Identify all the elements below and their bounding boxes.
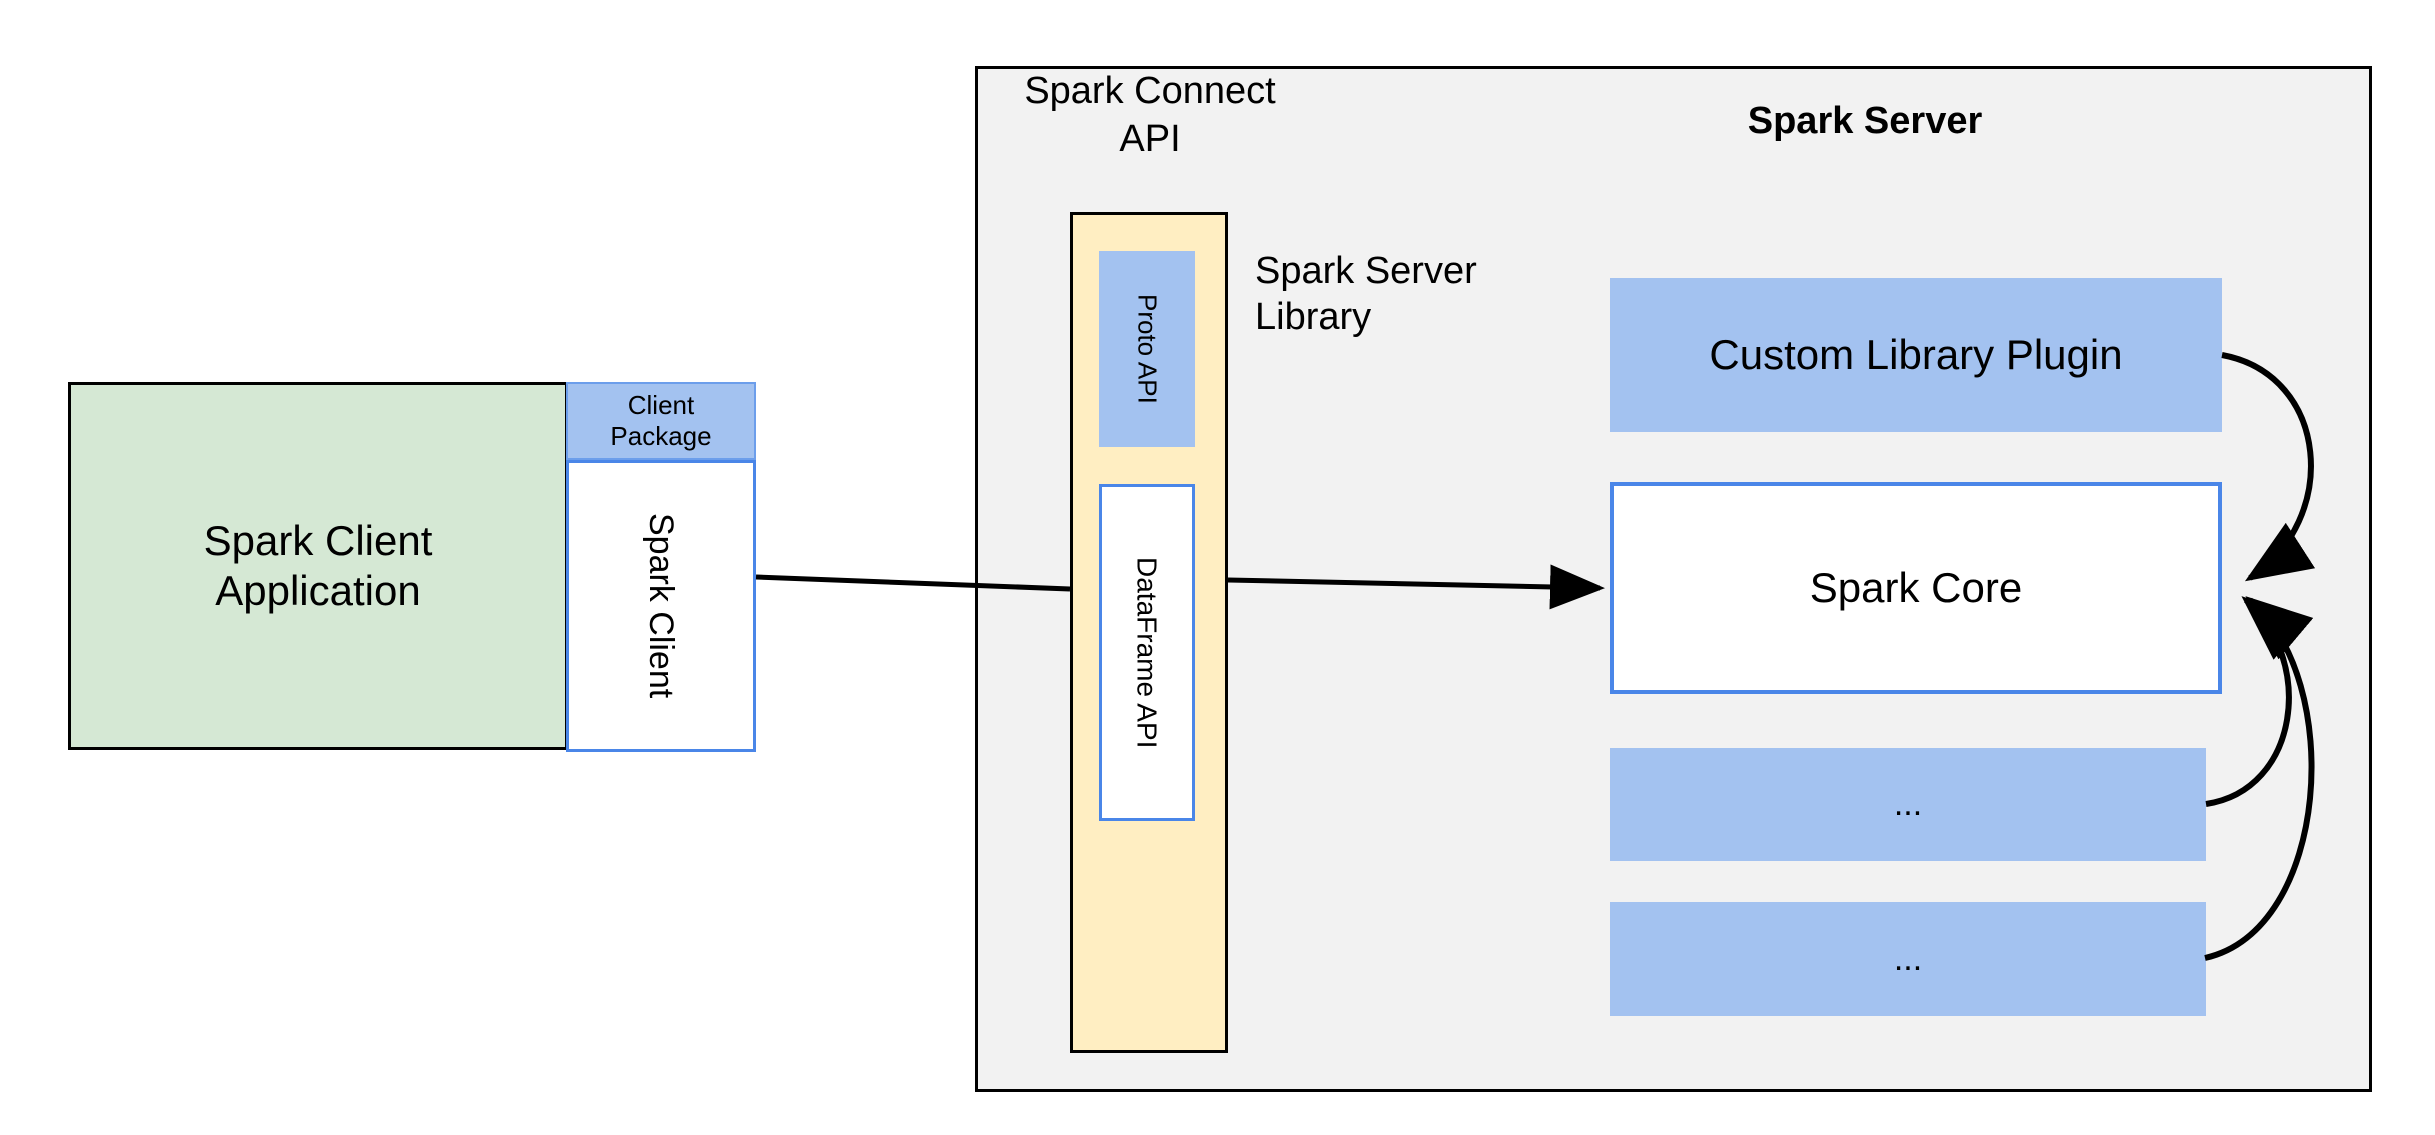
custom-library-plugin-label: Custom Library Plugin (1709, 331, 2123, 379)
custom-library-plugin-box[interactable]: Custom Library Plugin (1610, 278, 2222, 432)
placeholder-2-label: ... (1893, 939, 1923, 978)
placeholder-1-label: ... (1893, 785, 1923, 824)
dataframe-api-label: DataFrame API (1131, 556, 1163, 749)
spark-client-box[interactable]: Spark Client (566, 460, 756, 752)
placeholder-box-1[interactable]: ... (1610, 748, 2206, 861)
spark-client-label: Spark Client (642, 513, 681, 699)
dataframe-api-box[interactable]: DataFrame API (1099, 484, 1195, 821)
spark-server-title: Spark Server (1747, 100, 1983, 142)
proto-api-box[interactable]: Proto API (1099, 251, 1195, 447)
placeholder-box-2[interactable]: ... (1610, 902, 2206, 1016)
proto-api-label: Proto API (1132, 294, 1163, 404)
spark-core-label: Spark Core (1809, 564, 2023, 612)
spark-core-box[interactable]: Spark Core (1610, 482, 2222, 694)
